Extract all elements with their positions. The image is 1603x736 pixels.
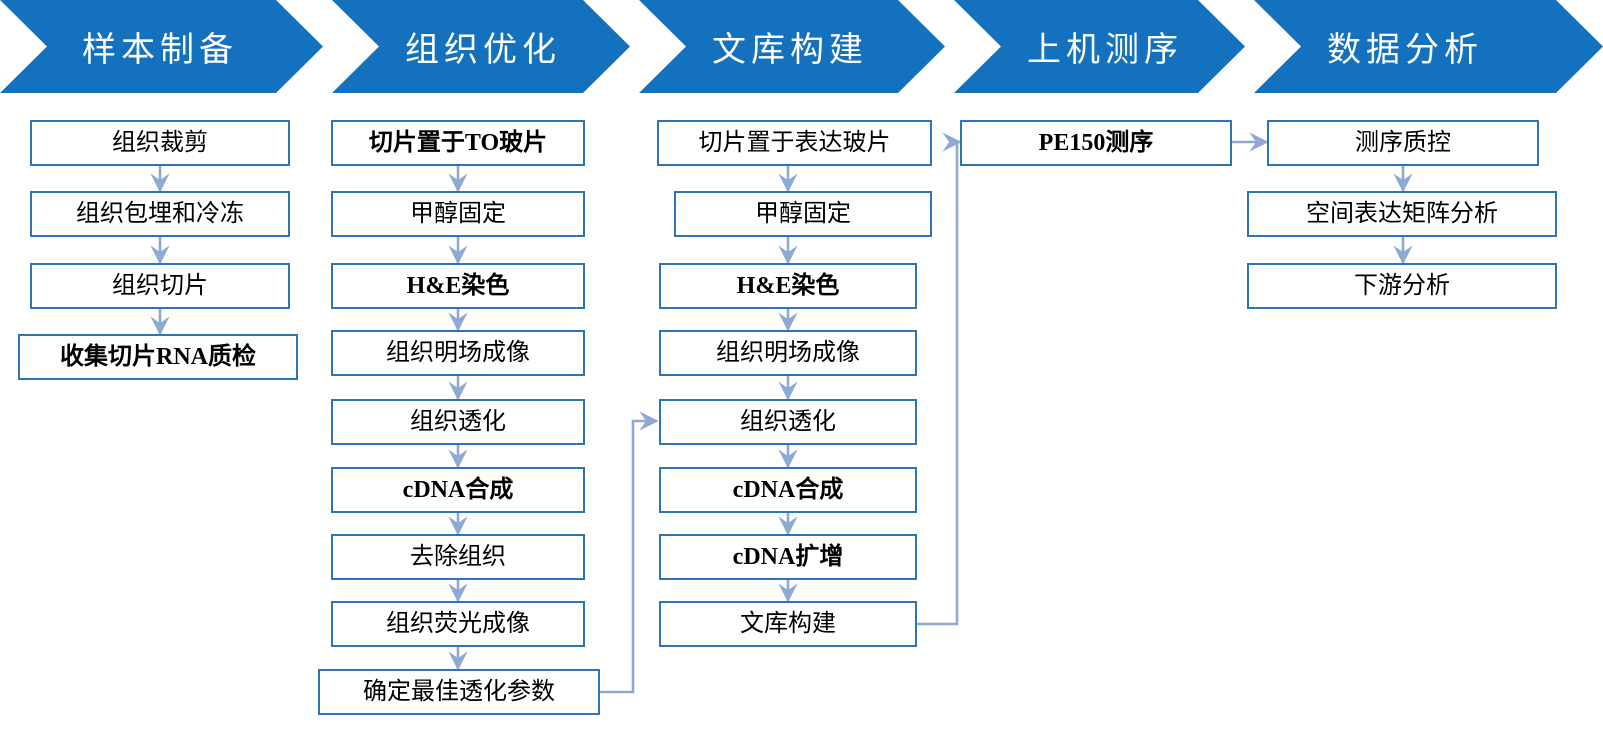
banner-chevron-2 xyxy=(332,0,630,93)
node-label: 测序质控 xyxy=(1355,130,1451,156)
node-label: 甲醇固定 xyxy=(755,201,851,227)
node-tissue-optimization-1: 切片置于TO玻片 xyxy=(331,120,585,166)
node-label: H&E染色 xyxy=(406,273,510,299)
node-sample-prep-4: 收集切片RNA质检 xyxy=(18,334,298,380)
node-tissue-optimization-8: 组织荧光成像 xyxy=(331,601,585,647)
node-tissue-optimization-3: H&E染色 xyxy=(331,263,585,309)
node-label: 组织透化 xyxy=(740,409,836,435)
node-label: cDNA合成 xyxy=(732,477,844,503)
node-sample-prep-3: 组织切片 xyxy=(30,263,290,309)
node-tissue-optimization-2: 甲醇固定 xyxy=(331,191,585,237)
node-label: cDNA扩增 xyxy=(732,544,844,570)
node-label: 组织包埋和冷冻 xyxy=(76,201,244,227)
node-library-construction-1: 切片置于表达玻片 xyxy=(657,120,932,166)
node-data-analysis-2: 空间表达矩阵分析 xyxy=(1247,191,1557,237)
node-label: 收集切片RNA质检 xyxy=(60,344,256,370)
node-label: 确定最佳透化参数 xyxy=(363,679,555,705)
node-label: 去除组织 xyxy=(410,544,506,570)
node-label: 文库构建 xyxy=(740,611,836,637)
arrow-routed-1 xyxy=(600,411,659,694)
node-label: cDNA合成 xyxy=(402,477,514,503)
banner-chevron-4 xyxy=(954,0,1245,93)
node-label: 切片置于表达玻片 xyxy=(698,130,891,156)
node-label: 空间表达矩阵分析 xyxy=(1306,201,1498,227)
node-label: 组织荧光成像 xyxy=(386,611,530,637)
node-library-construction-8: 文库构建 xyxy=(659,601,917,647)
workflow-banner: 样本制备 组织优化 文库构建 上机测序 数据分析 xyxy=(0,0,1603,93)
node-label: 下游分析 xyxy=(1354,273,1450,299)
node-tissue-optimization-6: cDNA合成 xyxy=(331,467,585,513)
node-label: 组织明场成像 xyxy=(386,340,530,366)
node-label: 组织透化 xyxy=(410,409,506,435)
node-label: 组织明场成像 xyxy=(716,340,860,366)
node-label: 组织裁剪 xyxy=(112,130,208,156)
node-tissue-optimization-4: 组织明场成像 xyxy=(331,330,585,376)
node-library-construction-7: cDNA扩增 xyxy=(659,534,917,580)
node-library-construction-3: H&E染色 xyxy=(659,263,917,309)
node-label: 切片置于TO玻片 xyxy=(368,130,548,156)
node-data-analysis-1: 测序质控 xyxy=(1267,120,1539,166)
node-label: 组织切片 xyxy=(112,273,208,299)
node-label: 甲醇固定 xyxy=(410,201,506,227)
banner-chevrons xyxy=(0,0,1603,93)
node-library-construction-5: 组织透化 xyxy=(659,399,917,445)
node-library-construction-2: 甲醇固定 xyxy=(674,191,932,237)
node-tissue-optimization-9: 确定最佳透化参数 xyxy=(318,669,600,715)
banner-chevron-5 xyxy=(1254,0,1603,93)
node-library-construction-4: 组织明场成像 xyxy=(659,330,917,376)
node-tissue-optimization-7: 去除组织 xyxy=(331,534,585,580)
node-label: H&E染色 xyxy=(736,273,840,299)
node-sequencing-1: PE150测序 xyxy=(960,120,1232,166)
node-sample-prep-2: 组织包埋和冷冻 xyxy=(30,191,290,237)
node-label: PE150测序 xyxy=(1038,130,1154,156)
node-data-analysis-3: 下游分析 xyxy=(1247,263,1557,309)
node-library-construction-6: cDNA合成 xyxy=(659,467,917,513)
node-sample-prep-1: 组织裁剪 xyxy=(30,120,290,166)
banner-chevron-3 xyxy=(639,0,945,93)
banner-chevron-1 xyxy=(0,0,323,93)
node-tissue-optimization-5: 组织透化 xyxy=(331,399,585,445)
